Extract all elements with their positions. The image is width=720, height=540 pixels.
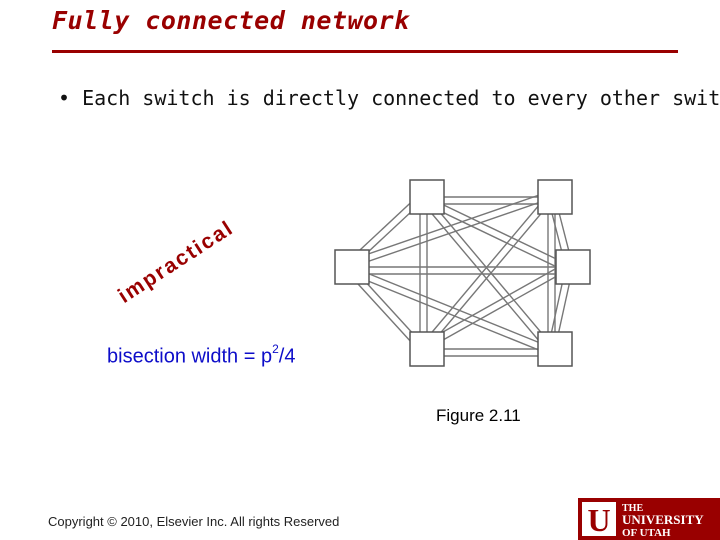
impractical-stamp: impractical <box>114 216 309 308</box>
network-link <box>349 189 553 262</box>
switch-node <box>409 179 445 215</box>
switch-node <box>555 249 591 285</box>
university-of-utah-logo: U THE UNIVERSITY OF UTAH <box>578 498 720 540</box>
impractical-stamp-text: impractical <box>114 216 238 308</box>
logo-line-of-utah: OF UTAH <box>622 527 671 539</box>
bisection-prefix: bisection width = p <box>107 345 273 368</box>
bisection-suffix: /4 <box>278 345 296 368</box>
network-link <box>423 202 571 274</box>
switch-node <box>537 331 573 367</box>
network-link <box>426 266 574 350</box>
switch-node <box>409 331 445 367</box>
fully-connected-network-diagram <box>334 179 591 367</box>
bisection-width-label: bisection width = p2/4 <box>107 342 296 369</box>
logo-u-box <box>582 502 616 536</box>
network-link <box>423 260 570 344</box>
network-link <box>351 266 556 350</box>
network-switches <box>334 179 591 367</box>
logo-line-the: THE <box>622 503 643 514</box>
network-link <box>351 196 556 268</box>
network-link <box>349 272 553 357</box>
network-link <box>421 192 551 345</box>
switch-node <box>537 179 573 215</box>
network-link <box>426 196 556 350</box>
network-links <box>346 189 574 357</box>
switch-node <box>334 249 370 285</box>
bisection-exponent: 2 <box>272 342 279 356</box>
network-link <box>421 201 551 354</box>
bullet-text: • Each switch is directly connected to e… <box>58 86 720 110</box>
logo-u-letter: U <box>587 502 610 538</box>
slide-title: Fully connected network <box>52 6 410 35</box>
title-underline <box>52 50 678 53</box>
copyright-notice: Copyright © 2010, Elsevier Inc. All righ… <box>48 514 340 529</box>
logo-line-university: UNIVERSITY <box>622 512 704 527</box>
figure-caption: Figure 2.11 <box>436 406 521 425</box>
